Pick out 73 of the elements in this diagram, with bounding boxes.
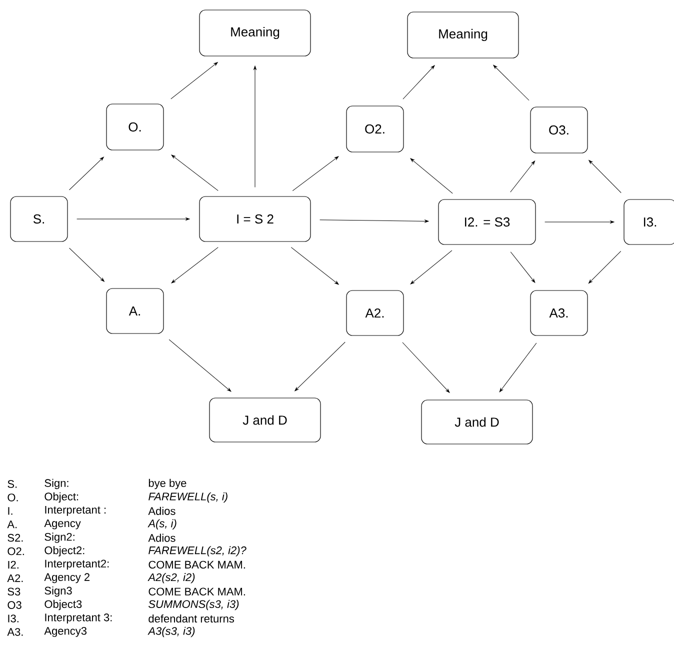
process-box: O. xyxy=(106,104,164,150)
table-cell: Interpretant 3: xyxy=(45,614,112,624)
table-cell: I2. xyxy=(8,560,18,569)
arrow xyxy=(170,62,218,100)
arrow xyxy=(410,158,453,194)
arrow xyxy=(320,220,429,223)
table-cell: Agency 2 xyxy=(44,573,90,584)
arrow xyxy=(292,156,339,192)
table-cell: Object2: xyxy=(44,546,84,556)
table-cell: O. xyxy=(8,494,18,502)
arrow xyxy=(171,154,218,191)
arrow xyxy=(493,64,530,101)
table-cell: Object3 xyxy=(44,600,82,610)
table-cell: S3 xyxy=(8,588,20,596)
arrow xyxy=(402,65,435,100)
arrow xyxy=(499,342,537,392)
process-box: I = S 2 xyxy=(199,196,311,242)
table-cell: FAREWELL(s, i) xyxy=(148,492,228,503)
process-box: Meaning xyxy=(199,10,311,56)
arrow xyxy=(168,339,232,392)
arrow xyxy=(294,342,346,392)
table-cell: A2. xyxy=(7,574,23,582)
process-box: S. xyxy=(10,196,68,242)
table-cell: I. xyxy=(8,507,12,515)
table-cell: I3. xyxy=(8,614,18,622)
table-cell: bye bye xyxy=(148,478,186,490)
table-cell: COME BACK MAM. xyxy=(148,560,245,569)
arrow xyxy=(69,156,104,190)
arrow xyxy=(410,250,452,284)
arrow xyxy=(510,252,536,283)
table-cell: Interpretant : xyxy=(45,506,106,516)
arrow xyxy=(588,160,622,194)
arrow xyxy=(510,160,536,192)
process-box: A. xyxy=(106,288,164,334)
table-cell: Object: xyxy=(44,492,78,503)
table-cell: Adios xyxy=(148,534,176,542)
table-cell: S2. xyxy=(8,534,23,542)
table-cell: COME BACK MAM. xyxy=(148,588,245,596)
table-cell: defendant returns xyxy=(148,614,234,623)
table-cell: Sign: xyxy=(44,478,68,490)
table-cell: Agency xyxy=(44,519,81,530)
table-cell: Adios xyxy=(148,506,176,515)
arrow xyxy=(290,247,339,285)
arrow xyxy=(69,248,104,282)
process-box: J and D xyxy=(209,398,321,442)
table-cell: A2(s2, i2) xyxy=(148,573,195,584)
arrow xyxy=(588,250,622,284)
table-cell: O2. xyxy=(8,547,24,556)
table-cell: O3 xyxy=(8,601,22,609)
table-cell: FAREWELL(s2, i2)? xyxy=(148,546,246,556)
table-cell: A3. xyxy=(7,628,23,636)
process-box: O3. xyxy=(530,106,588,154)
process-box: A3. xyxy=(530,290,588,336)
process-box: I3. xyxy=(624,199,674,245)
arrow xyxy=(171,247,218,284)
table-cell: Sign3 xyxy=(44,586,72,597)
table-cell: A(s, i) xyxy=(148,519,176,530)
process-box: A2. xyxy=(346,290,404,336)
arrow xyxy=(544,220,614,224)
table-cell: S. xyxy=(8,480,17,488)
table-cell: Agency3 xyxy=(44,627,87,637)
process-box: Meaning xyxy=(407,12,519,58)
table-cell: Interpretant2: xyxy=(45,560,109,570)
arrow xyxy=(402,342,450,393)
arrow xyxy=(76,218,190,220)
table-cell: SUMMONS(s3, i3) xyxy=(148,600,239,610)
table-cell: A. xyxy=(7,520,17,528)
arrow xyxy=(254,66,256,188)
process-box: I2. = S3 xyxy=(438,199,536,245)
process-box: O2. xyxy=(346,106,404,152)
table-cell: A3(s3, i3) xyxy=(148,626,195,638)
table-cell: Sign2: xyxy=(44,532,74,543)
process-box: J and D xyxy=(421,400,533,444)
